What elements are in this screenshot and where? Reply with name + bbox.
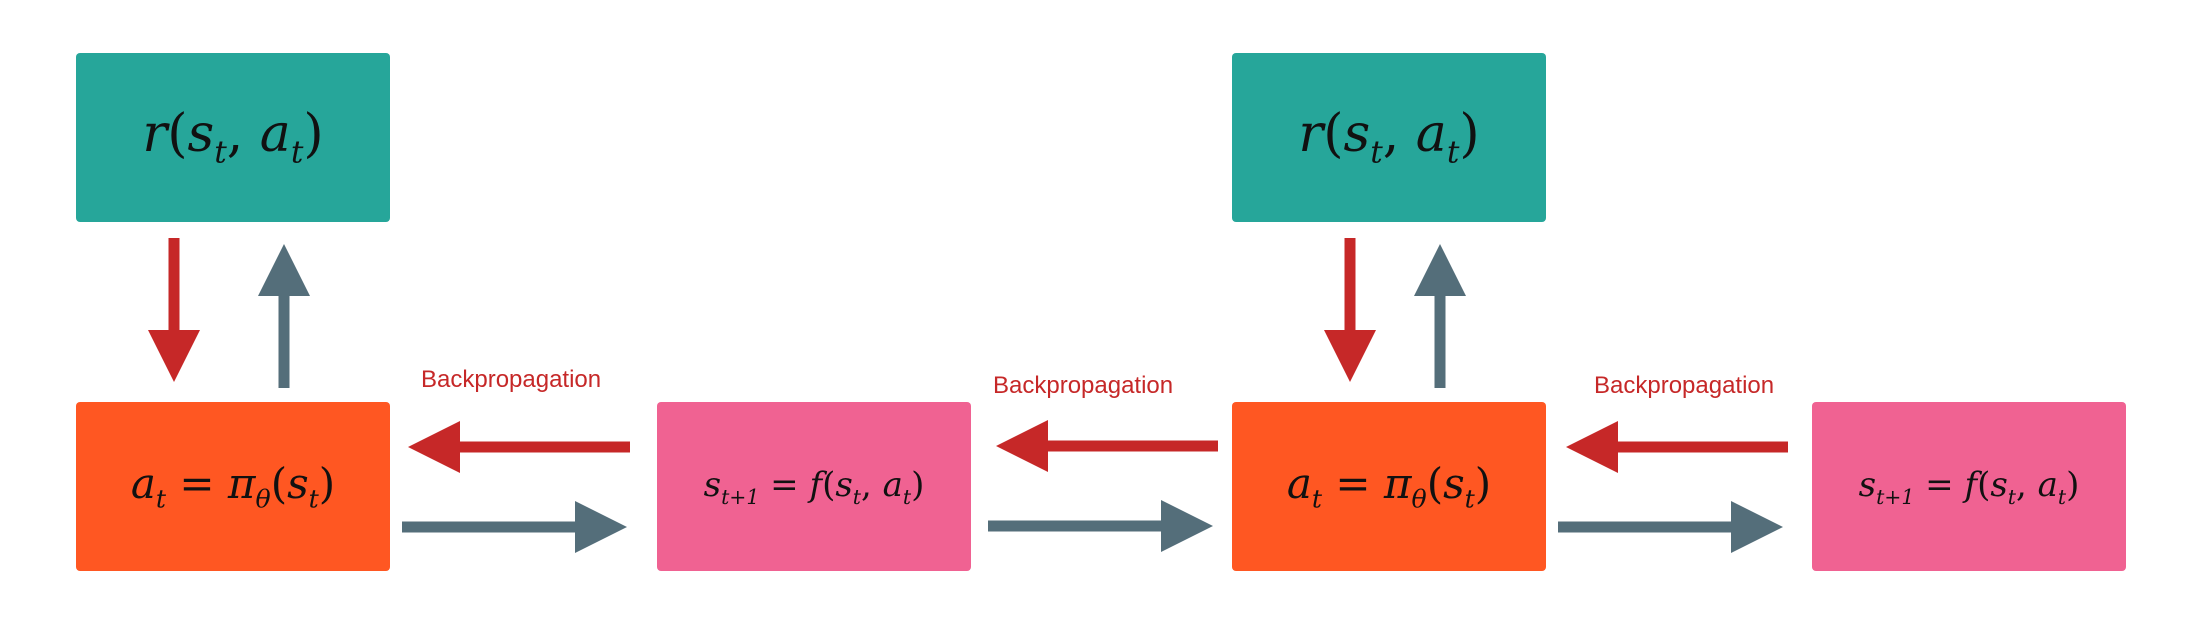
policy-box-1: at = πθ(st)	[76, 402, 390, 571]
dynamics-box-2: st+1 = f(st, at)	[1812, 402, 2126, 571]
dynamics-box-1: st+1 = f(st, at)	[657, 402, 971, 571]
arrow-forward-3	[1558, 501, 1783, 553]
arrow-backprop-1	[408, 421, 630, 473]
backprop-label-3: Backpropagation	[1594, 372, 1775, 399]
arrow-reward-to-policy-2	[1324, 238, 1376, 382]
policy-formula: at = πθ(st)	[130, 459, 336, 514]
arrow-reward-to-policy-1	[148, 238, 200, 382]
arrow-policy-to-reward-2	[1414, 244, 1466, 388]
reward-box-1: r(st, at)	[76, 53, 390, 222]
arrow-policy-to-reward-1	[258, 244, 310, 388]
policy-box-2: at = πθ(st)	[1232, 402, 1546, 571]
dynamics-formula: st+1 = f(st, at)	[703, 464, 925, 509]
arrow-forward-1	[402, 501, 627, 553]
arrow-forward-2	[988, 500, 1213, 552]
reward-formula: r(st, at)	[142, 104, 324, 171]
backprop-label-2: Backpropagation	[993, 372, 1174, 399]
arrow-backprop-3	[1566, 421, 1788, 473]
policy-formula: at = πθ(st)	[1286, 459, 1492, 514]
reward-box-2: r(st, at)	[1232, 53, 1546, 222]
backprop-label-1: Backpropagation	[421, 366, 602, 393]
dynamics-formula: st+1 = f(st, at)	[1858, 464, 2080, 509]
arrow-backprop-2	[996, 420, 1218, 472]
reward-formula: r(st, at)	[1298, 104, 1480, 171]
